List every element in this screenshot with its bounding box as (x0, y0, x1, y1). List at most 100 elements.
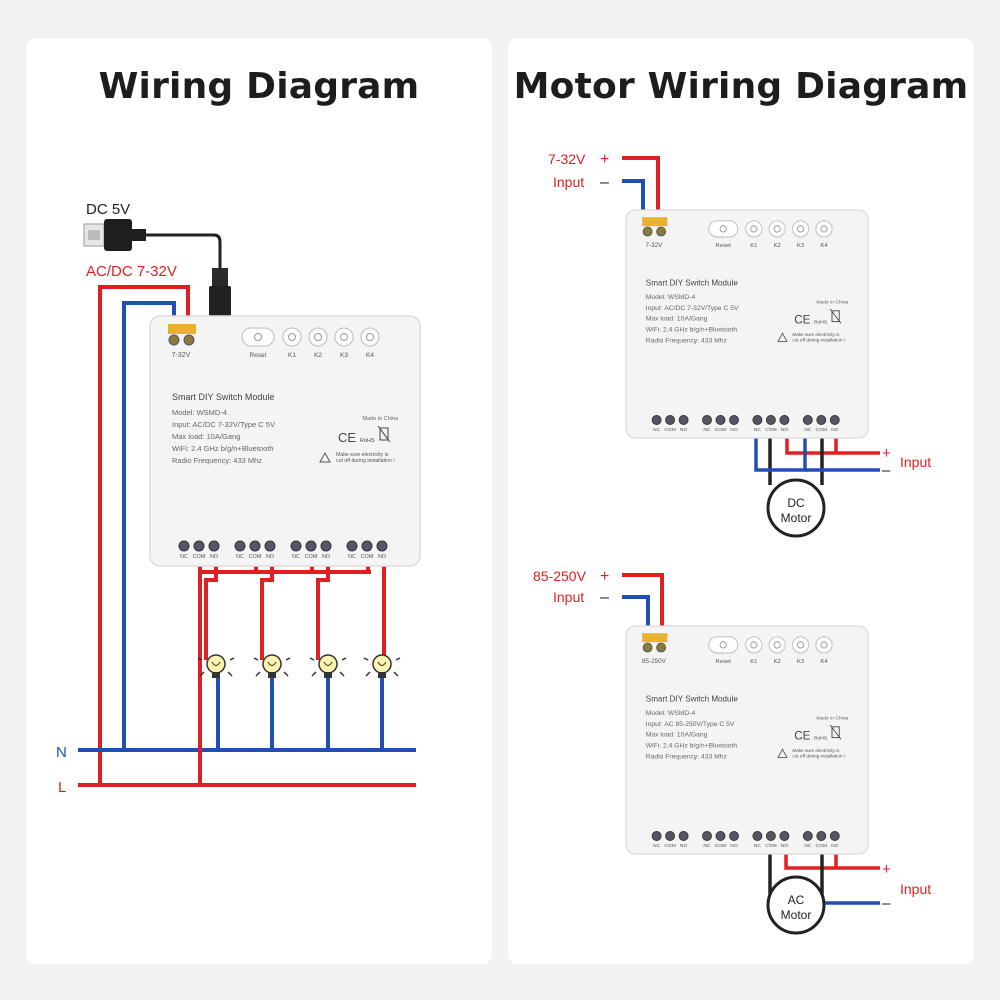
weee-bin-icon (831, 310, 840, 323)
dc-motor-wiring: 7-32V + Input – DC Motor + – Input (548, 151, 931, 538)
output-terminal-screw (702, 831, 712, 841)
input-voltage-label: 85-250V (642, 658, 667, 665)
dc-input-voltage-label: 7-32V (548, 151, 586, 167)
power-icon (366, 333, 374, 341)
input-terminal-screw (168, 334, 180, 346)
dc-output-input-label: Input (900, 454, 931, 470)
output-terminal-label: NC (703, 843, 711, 849)
plus-sign: + (600, 151, 609, 168)
button-label: K4 (366, 352, 374, 359)
input-terminal (642, 217, 668, 227)
output-terminal-label: NO (831, 843, 839, 849)
weee-bin-icon (829, 724, 842, 740)
output-terminal-screw (651, 831, 662, 841)
input-voltage-label: 7-32V (172, 352, 191, 359)
plus-sign: + (600, 568, 609, 585)
output-terminal-label: NO (210, 554, 219, 560)
warning-text: Make sure electricity is (792, 748, 840, 753)
made-in-label: Made in China (816, 300, 848, 306)
output-terminal-label: COM (664, 843, 676, 849)
ce-mark: CE (794, 313, 810, 326)
output-terminal-label: NC (292, 554, 300, 560)
output-terminal-label: NC (754, 427, 762, 433)
output-terminal-label: COM (664, 427, 676, 433)
output-terminal-label: NO (680, 843, 688, 849)
output-terminal-label: COM (816, 843, 828, 849)
minus-sign: – (882, 462, 891, 479)
minus-sign: – (600, 174, 609, 191)
power-icon (254, 333, 262, 341)
module-load-spec: Max load: 10A/Gang (646, 316, 708, 323)
output-terminal-label: NO (781, 427, 789, 433)
output-terminal-label: NO (266, 554, 275, 560)
channel-button-k4 (815, 220, 833, 238)
output-terminal-screw (802, 415, 813, 425)
channel-button-k2 (768, 220, 786, 238)
output-terminal-screw (829, 415, 840, 425)
output-terminal-label: NC (348, 554, 356, 560)
module-body (149, 315, 421, 567)
power-icon (797, 225, 805, 233)
left-panel-title: Wiring Diagram (98, 66, 420, 107)
channel-button-k1 (282, 327, 302, 347)
power-icon (719, 641, 727, 649)
output-terminal-screw (779, 831, 790, 841)
output-terminal-screw (702, 415, 712, 425)
output-terminal-screw (729, 831, 739, 841)
button-label: K3 (797, 243, 804, 249)
module-name: Smart DIY Switch Module (172, 392, 274, 402)
output-terminal-screw (678, 415, 689, 425)
acdc-voltage-label: AC/DC 7-32V (86, 263, 177, 280)
power-icon (340, 333, 348, 341)
button-label: Reset (716, 659, 732, 665)
n-label: N (56, 744, 67, 761)
output-terminal-label: NC (653, 843, 661, 849)
button-label: K4 (820, 243, 828, 249)
button-label: K2 (774, 659, 781, 665)
dc-5v-label: DC 5V (86, 201, 130, 218)
module-wifi-spec: WiFi: 2.4 GHz b/g/n+Bluetooth (172, 444, 274, 453)
left-wiring: DC 5V AC/DC 7-32V N L (56, 201, 416, 796)
output-terminal-label: COM (765, 427, 777, 433)
power-icon (750, 641, 758, 649)
module-input-spec: Input: AC 85-250V/Type C 5V (646, 721, 735, 728)
output-terminal-screw (665, 415, 676, 425)
module-model: Model: WSMD-4 (646, 710, 696, 717)
dc-motor-icon (766, 478, 826, 538)
power-icon (288, 333, 296, 341)
output-terminal-screw (715, 831, 726, 841)
ac-motor-label: Motor (781, 908, 812, 922)
output-terminal-label: COM (249, 554, 262, 560)
output-terminal-label: COM (305, 554, 318, 560)
module-body (625, 209, 869, 439)
ce-mark: CE (794, 729, 810, 742)
output-terminal-screw (376, 540, 388, 552)
channel-button-k3 (792, 220, 810, 238)
weee-bin-icon (831, 726, 840, 739)
output-terminal-screw (193, 540, 205, 552)
ac-motor-label: AC (788, 893, 805, 907)
light-bulb-icon (309, 654, 347, 679)
dc-motor-label: DC (787, 496, 805, 510)
rohs-mark: RoHS (814, 319, 828, 325)
plus-sign: + (882, 445, 891, 462)
made-in-label: Made in China (363, 416, 399, 422)
dc-motor-label: Motor (781, 511, 812, 525)
power-icon (820, 225, 828, 233)
warning-text: cut off during installation ! (792, 753, 845, 758)
ac-motor-wiring: 85-250V + Input – AC Motor + – Input (533, 568, 931, 935)
module-radio-spec: Radio Frequency: 433 Mhz (646, 337, 728, 344)
input-terminal-screw (656, 226, 667, 237)
output-terminal-screw (249, 540, 261, 552)
output-terminal-screw (752, 415, 763, 425)
module-radio-spec: Radio Frequency: 433 Mhz (646, 753, 728, 760)
reset-button (241, 327, 275, 347)
input-terminal-screw (656, 642, 667, 653)
made-in-label: Made in China (816, 716, 848, 722)
channel-button-k4 (815, 636, 833, 654)
power-icon (773, 225, 781, 233)
ac-input-voltage-label: 85-250V (533, 568, 587, 584)
channel-button-k3 (792, 636, 810, 654)
